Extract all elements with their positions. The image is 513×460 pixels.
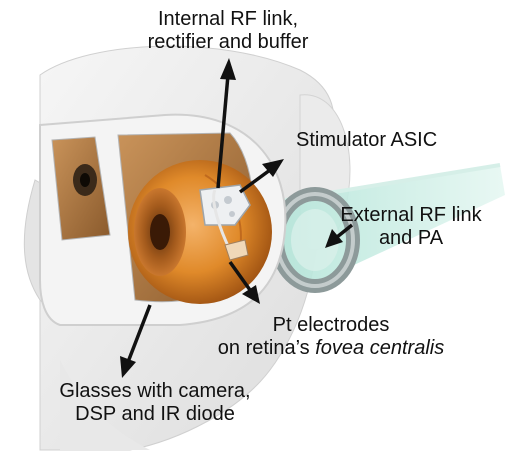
arrow-external-rf xyxy=(335,223,354,239)
label-internal-rf-line1: Internal RF link, xyxy=(157,8,299,30)
arrow-glasses xyxy=(126,304,152,363)
label-glasses-line2: DSP and IR diode xyxy=(75,403,235,425)
arrow-internal-rf-head xyxy=(220,58,236,80)
label-electrodes-line2: on retina’s fovea centralis xyxy=(186,337,476,360)
arrow-stimulator xyxy=(238,168,272,194)
arrow-stimulator-head xyxy=(262,159,284,177)
arrow-electrodes-head xyxy=(242,285,260,304)
left-eye xyxy=(73,164,97,196)
label-electrodes-line1: Pt electrodes xyxy=(272,314,390,336)
label-glasses-line1: Glasses with camera, xyxy=(59,380,251,402)
arrow-electrodes xyxy=(228,260,252,292)
arrow-internal-rf xyxy=(216,74,230,189)
label-stimulator: Stimulator ASIC xyxy=(296,129,437,152)
label-stimulator-text: Stimulator ASIC xyxy=(296,129,438,151)
chin-silhouette xyxy=(60,360,150,450)
label-external-rf-line1: External RF link xyxy=(340,204,482,226)
arrows xyxy=(120,58,354,378)
label-electrodes-line2-italic: fovea centralis xyxy=(315,337,445,359)
label-internal-rf: Internal RF link, rectifier and buffer xyxy=(128,8,328,54)
label-glasses: Glasses with camera, DSP and IR diode xyxy=(40,380,270,426)
arrow-external-rf-head xyxy=(325,229,343,248)
electrode-array xyxy=(224,239,249,261)
eyeball xyxy=(128,160,272,304)
arrow-glasses-head xyxy=(120,356,136,378)
label-internal-rf-line2: rectifier and buffer xyxy=(147,31,309,53)
label-electrodes-line2-prefix: on retina’s xyxy=(217,337,316,359)
label-external-rf-line2: and PA xyxy=(378,227,444,249)
label-external-rf: External RF link and PA xyxy=(321,204,501,250)
label-electrodes: Pt electrodes on retina’s fovea centrali… xyxy=(186,314,476,360)
